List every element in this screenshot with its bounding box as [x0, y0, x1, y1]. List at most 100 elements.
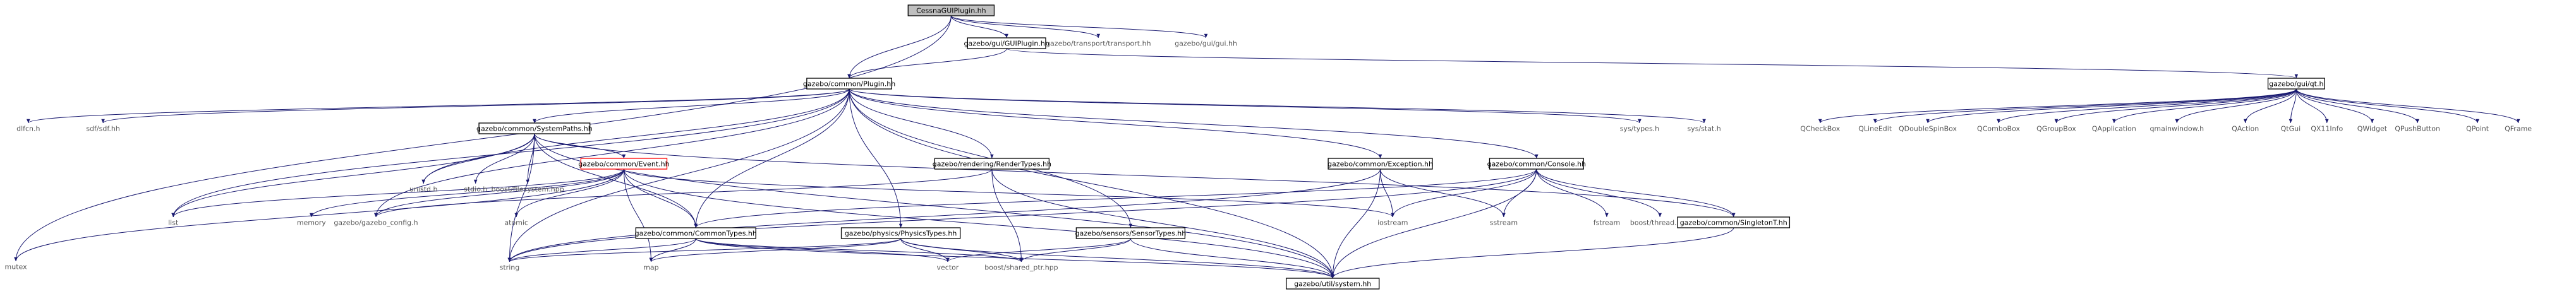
node-label: list: [168, 219, 179, 227]
node-label: QPoint: [2466, 125, 2489, 133]
node-label: sys/types.h: [1620, 125, 1659, 133]
edge-systempaths-to-boostfs: [526, 133, 535, 184]
node-label: gazebo/common/Exception.hh: [1327, 160, 1433, 168]
edge-physicstypes-to-map: [649, 238, 902, 262]
node-box: [907, 4, 995, 16]
edge-plugin-to-unistd: [421, 88, 850, 184]
node-label: boost/shared_ptr.hpp: [984, 264, 1058, 272]
edge-rendertypes-to-sharedptr: [991, 168, 1024, 262]
edge-plugin-to-dlfcn: [27, 88, 850, 124]
edge-plugin-to-physicstypes: [849, 88, 903, 228]
edge-event-to-commontypes: [623, 168, 698, 228]
edge-root-to-guiplugin: [950, 15, 1008, 38]
node-commontypes[interactable]: gazebo/common/CommonTypes.hh: [635, 227, 757, 239]
node-atomic: atomic: [504, 219, 528, 227]
node-mutex: mutex: [5, 263, 28, 271]
edge-exception-to-system: [1331, 168, 1381, 279]
edge-commontypes-to-vector: [695, 238, 950, 262]
node-box: [840, 227, 961, 239]
node-vector: vector: [937, 264, 959, 272]
node-sdf: sdf/sdf.hh: [86, 125, 120, 133]
edge-plugin-to-list: [171, 88, 850, 218]
node-label: iostream: [1377, 219, 1408, 227]
node-label: string: [500, 264, 520, 272]
node-qframe: QFrame: [2505, 125, 2532, 133]
node-rendertypes[interactable]: gazebo/rendering/RenderTypes.hh: [933, 158, 1051, 170]
node-qwidget: QWidget: [2357, 125, 2388, 133]
edge-console-to-boostthread: [1536, 168, 1662, 218]
edge-exception-to-string: [507, 168, 1381, 262]
node-qtgui: QtGui: [2281, 125, 2301, 133]
edge-qt-to-qgroupbox: [2054, 88, 2297, 124]
node-physicstypes[interactable]: gazebo/physics/PhysicsTypes.hh: [840, 227, 961, 239]
node-dlfcn: dlfcn.h: [16, 125, 40, 133]
node-label: QtGui: [2281, 125, 2301, 133]
node-system[interactable]: gazebo/util/system.hh: [1286, 278, 1380, 290]
node-label: gazebo/gui/gui.hh: [1175, 40, 1237, 48]
node-box: [2267, 78, 2325, 90]
node-box: [1075, 227, 1186, 239]
node-label: QCheckBox: [1800, 125, 1840, 133]
edge-plugin-to-config: [374, 88, 850, 218]
node-label: QDoubleSpinBox: [1899, 125, 1957, 133]
node-guiplugin[interactable]: gazebo/gui/GUIPlugin.hh: [964, 37, 1049, 49]
edge-qt-to-qtgui: [2289, 88, 2297, 124]
node-label: gazebo/common/SingletonT.hh: [1680, 219, 1787, 227]
node-qx11info: QX11Info: [2311, 125, 2343, 133]
node-sstream: sstream: [1490, 219, 1518, 227]
node-label: qmainwindow.h: [2150, 125, 2204, 133]
edge-plugin-to-string: [507, 88, 850, 262]
edge-plugin-to-systypes: [849, 88, 1642, 124]
node-exception[interactable]: gazebo/common/Exception.hh: [1327, 158, 1433, 170]
node-label: QLineEdit: [1858, 125, 1892, 133]
node-console[interactable]: gazebo/common/Console.hh: [1487, 158, 1586, 170]
node-guihh: gazebo/gui/gui.hh: [1175, 40, 1237, 48]
node-root[interactable]: CessnaGUIPlugin.hh: [907, 4, 995, 16]
edge-event-to-memory: [310, 168, 624, 218]
node-systypes: sys/types.h: [1620, 125, 1659, 133]
edge-event-to-list: [171, 168, 624, 218]
node-label: stdio.h: [464, 185, 487, 194]
node-qt[interactable]: gazebo/gui/qt.h: [2267, 78, 2325, 90]
node-box: [934, 158, 1050, 170]
edge-rendertypes-to-system: [991, 168, 1335, 279]
edge-exception-to-sstream: [1380, 168, 1506, 218]
node-box: [1677, 216, 1791, 228]
node-plugin[interactable]: gazebo/common/Plugin.hh: [803, 78, 895, 90]
edge-singleton-to-system: [1331, 227, 1734, 279]
node-memory: memory: [297, 219, 326, 227]
node-qgroupbox: QGroupBox: [2036, 125, 2076, 133]
edge-sensortypes-to-vector: [946, 238, 1131, 262]
edge-root-to-guihh: [950, 15, 1208, 38]
node-list: list: [168, 219, 179, 227]
node-label: gazebo/gazebo_config.h: [334, 219, 418, 227]
edge-qt-to-qmainwindow: [2175, 88, 2297, 124]
node-config: gazebo/gazebo_config.h: [334, 219, 418, 227]
node-box: [478, 122, 591, 134]
edge-qt-to-qpoint: [2295, 88, 2479, 124]
node-label: memory: [297, 219, 326, 227]
edge-root-to-transport: [950, 15, 1101, 38]
node-qdoublespinbox: QDoubleSpinBox: [1899, 125, 1957, 133]
edge-commontypes-to-string: [507, 238, 696, 262]
edge-systempaths-to-list: [171, 133, 535, 218]
node-sensortypes[interactable]: gazebo/sensors/SensorTypes.hh: [1075, 227, 1187, 239]
node-box: [1327, 158, 1433, 170]
node-systempaths[interactable]: gazebo/common/SystemPaths.hh: [476, 122, 593, 134]
node-label: gazebo/common/SystemPaths.hh: [476, 125, 593, 133]
edge-plugin-to-sdf: [101, 88, 850, 124]
node-event[interactable]: gazebo/common/Event.hh: [578, 158, 670, 170]
node-singleton[interactable]: gazebo/common/SingletonT.hh: [1677, 216, 1791, 228]
edge-console-to-commontypes: [694, 168, 1537, 228]
edge-qt-to-qcheckbox: [1818, 88, 2297, 124]
node-label: sdf/sdf.hh: [86, 125, 120, 133]
edge-physicstypes-to-vector: [900, 238, 950, 262]
edge-console-to-system: [1331, 168, 1537, 279]
node-qcombobox: QComboBox: [1977, 125, 2020, 133]
edge-plugin-to-sysstat: [849, 88, 1706, 124]
node-qapplication: QApplication: [2092, 125, 2136, 133]
edge-plugin-to-systempaths: [533, 88, 850, 124]
edge-qt-to-qx11info: [2295, 88, 2329, 124]
node-iostream: iostream: [1377, 219, 1408, 227]
